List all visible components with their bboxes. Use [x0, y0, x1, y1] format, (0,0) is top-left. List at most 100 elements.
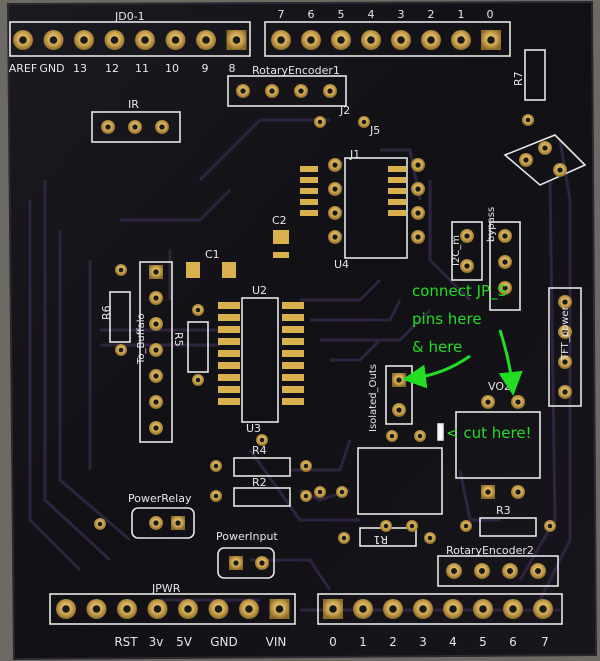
bottomLeftPinLabels-3: GND [210, 635, 238, 649]
pad-rotary2-3-hole [534, 567, 542, 575]
pad-tft-3-hole [562, 389, 568, 395]
pad-u3-a-hole [383, 523, 389, 529]
smd-u4-right-3 [388, 199, 406, 205]
pad-buffalo-1-hole [153, 295, 159, 301]
pad-bottom-left-4-hole [184, 605, 192, 613]
topLeftPinLabels-7: 8 [229, 62, 236, 75]
header-outline-left [9, 21, 251, 57]
pad-top-left-7-hole [232, 36, 241, 44]
transistor-outline [503, 134, 587, 186]
pad-tft-0-hole [562, 299, 568, 305]
annotations: connect JP_S pins here & here < cut here… [402, 282, 532, 442]
pad-rotary1-0-hole [240, 88, 246, 94]
pad-bottom-right-3-hole [419, 605, 427, 613]
rotary1-outline [227, 75, 347, 107]
bottom-header-outline-left [49, 593, 296, 625]
smd-u2-right-1 [282, 314, 304, 321]
bottomRightPinLabels-2: 2 [389, 635, 397, 649]
label-r6: R6 [100, 305, 113, 320]
pad-bottom-right-2-hole [389, 605, 397, 613]
pad-u3-b-hole [409, 523, 415, 529]
smd-u2-left-7 [218, 386, 240, 393]
label-c1: C1 [205, 248, 220, 261]
r2-outline [233, 487, 291, 507]
smd-u4-left-3 [300, 199, 318, 205]
pad-rotary2-1-hole [478, 567, 486, 575]
pad-bottom-left-3-hole [153, 605, 162, 613]
pad-top-left-3-hole [110, 36, 119, 44]
pad-i2c-0-hole [464, 233, 470, 239]
pad-ir-2-hole [159, 124, 165, 130]
pad-relay-0-hole [153, 520, 159, 526]
pad-u3-c-hole [339, 489, 345, 495]
label-r1: R1 [373, 533, 388, 546]
pad-buffalo-2-hole [153, 321, 159, 327]
smd-c1-right [222, 262, 236, 278]
pad-top-left-2-hole [80, 36, 88, 44]
label-to-buffalo: To_Buffalo [136, 313, 147, 365]
pad-r5-b-hole [195, 377, 201, 383]
j1-chip-outline [344, 157, 408, 259]
pad-bypass-1-hole [502, 259, 508, 265]
pad-bypass-2-hole [502, 285, 508, 291]
annotation-arrow-down [498, 329, 523, 396]
smd-u2-left-1 [218, 314, 240, 321]
pad-iso-1-hole [396, 407, 402, 413]
label-power-input: PowerInput [216, 530, 278, 543]
label-r3: R3 [496, 504, 511, 517]
bottomRightPinLabels-1: 1 [359, 635, 367, 649]
smd-u2-right-4 [282, 350, 304, 357]
smd-u2-right-3 [282, 338, 304, 345]
pad-top-right-4-hole [397, 36, 405, 44]
pad-via-b-hole [361, 119, 367, 125]
pad-u3-d-hole [317, 489, 323, 495]
topRightPinLabels-7: 0 [487, 8, 494, 21]
pad-buffalo-6-hole [153, 425, 159, 431]
pad-rotary2-0-hole [450, 567, 458, 575]
bottom-header-outline-right [317, 593, 563, 625]
smd-c2-bottom [273, 252, 289, 258]
smd-u2-right-6 [282, 374, 304, 381]
pad-bottom-left-1-hole [92, 605, 101, 613]
bypass-outline [489, 221, 521, 311]
i2c-outline [451, 221, 483, 281]
label-isolated-outs: Isolated_Outs [368, 364, 379, 432]
topRightPinLabels-3: 4 [368, 8, 375, 21]
pad-r1-b-hole [427, 535, 433, 541]
smd-u2-right-5 [282, 362, 304, 369]
label-c2: C2 [272, 214, 287, 227]
pad-r5-a-hole [195, 307, 201, 313]
smd-u2-left-0 [218, 302, 240, 309]
vo2-outline [455, 411, 541, 479]
pad-u3-top-hole [259, 437, 265, 443]
r3-outline [479, 517, 537, 537]
isolated-outs-outline [385, 365, 413, 425]
pad-vo2-1-hole [515, 399, 521, 405]
rotary2-outline [437, 555, 559, 587]
pad-tft-1-hole [562, 329, 568, 335]
smd-u2-right-7 [282, 386, 304, 393]
power-input-outline [217, 547, 275, 579]
label-j1: J1 [349, 148, 360, 161]
r5-outline [187, 321, 209, 373]
smd-u4-right-1 [388, 177, 406, 183]
label-i2c: I2C_m [451, 235, 462, 266]
pad-via-a-hole [317, 119, 323, 125]
pad-j1-right-3-hole [415, 234, 421, 240]
topLeftPinLabels-6: 9 [202, 62, 209, 75]
pad-r4-b-hole [303, 463, 309, 469]
label-j5: J5 [369, 124, 380, 137]
topRightPinLabels-2: 5 [338, 8, 345, 21]
pad-ir-1-hole [132, 124, 138, 130]
label-rotary2: RotaryEncoder2 [446, 544, 534, 557]
smd-u2-left-8 [218, 398, 240, 405]
smd-c2-top [273, 230, 289, 244]
power-relay-outline [131, 507, 195, 539]
pad-buffalo-5-hole [153, 399, 159, 405]
pad-j1-left-3-hole [332, 234, 338, 240]
ir-outline [91, 111, 181, 143]
pad-vo2-2-hole [485, 489, 491, 495]
topLeftPinLabels-5: 10 [165, 62, 179, 75]
pad-top-right-7-hole [487, 36, 495, 44]
